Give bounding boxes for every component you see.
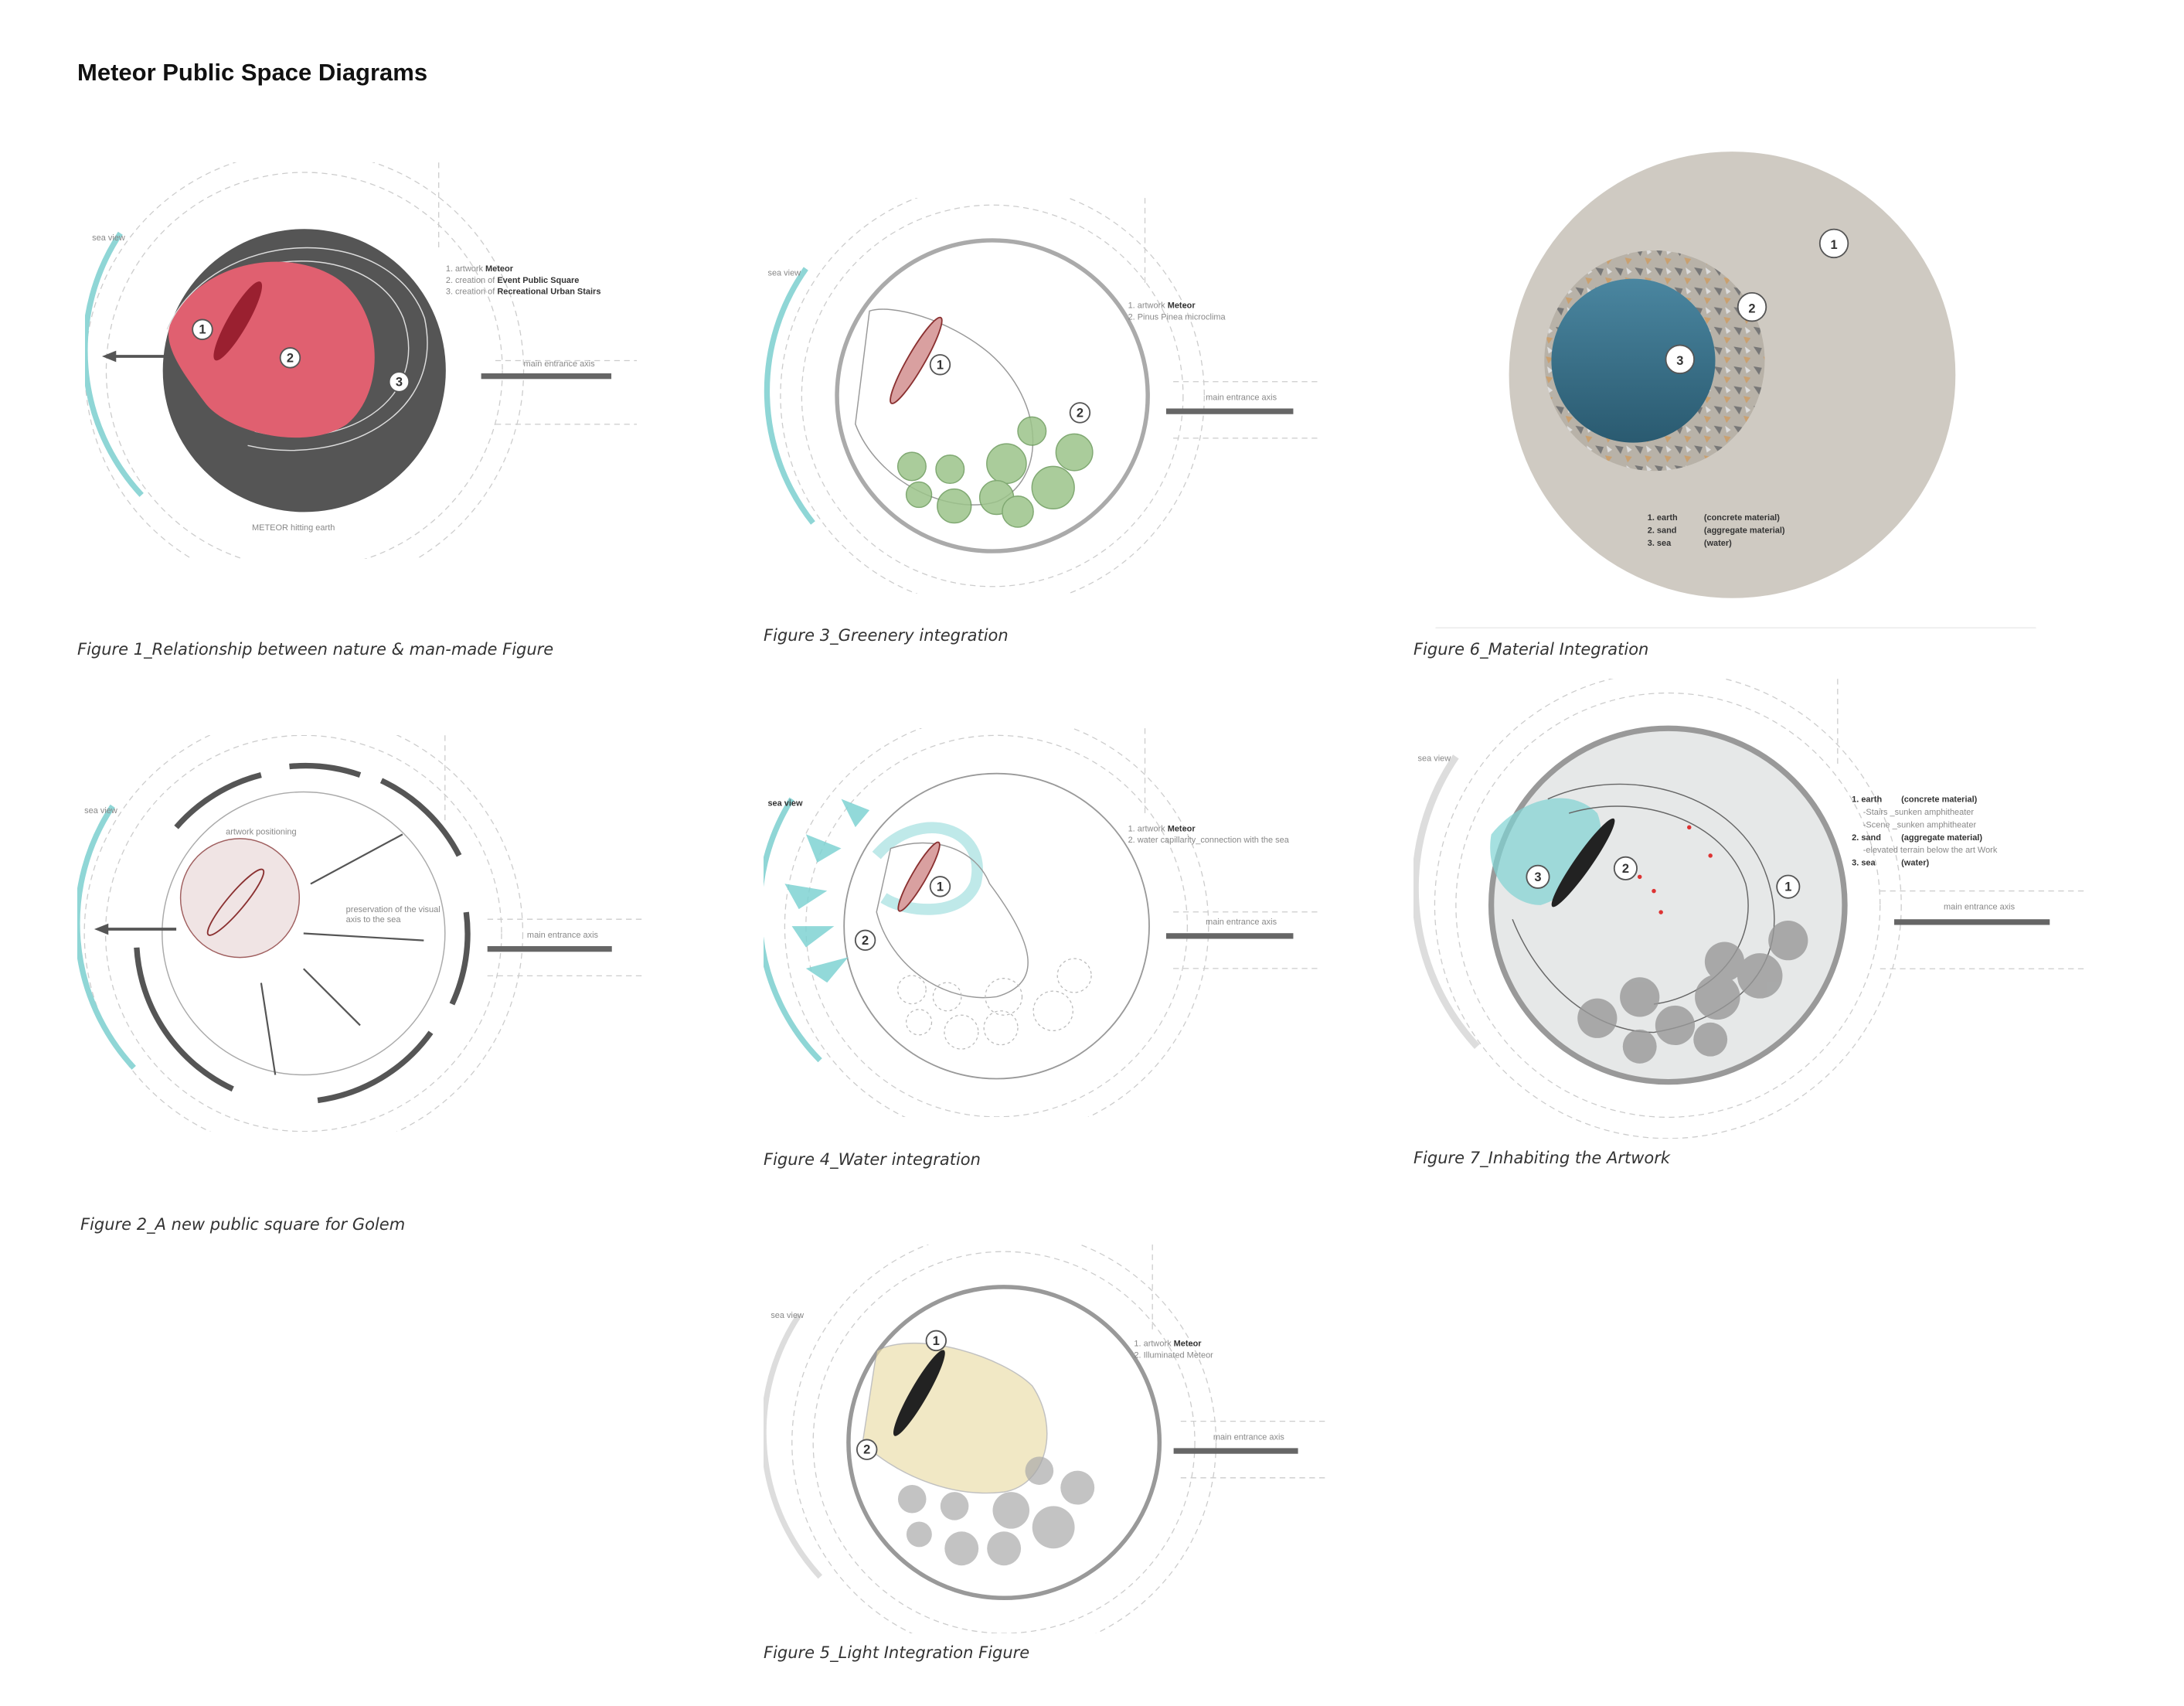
- legend-item: 1. artwork Meteor: [1128, 825, 1196, 834]
- legend-item: 1. artwork Meteor: [1134, 1340, 1202, 1349]
- sea-view-label: sea view: [92, 233, 125, 243]
- svg-text:1: 1: [933, 1334, 940, 1348]
- main-entrance-arrow: [1173, 1448, 1298, 1454]
- main-entrance-axis-label: main entrance axis: [527, 931, 599, 940]
- sea-view-label: sea view: [767, 799, 803, 809]
- svg-text:2: 2: [863, 1443, 870, 1457]
- visual-axis-label: preservation of the visual: [346, 905, 441, 914]
- svg-text:1: 1: [1830, 238, 1837, 252]
- svg-text:2: 2: [1622, 862, 1629, 876]
- legend-item: 3. creation of Recreational Urban Stairs: [446, 287, 601, 296]
- main-entrance-axis-label: main entrance axis: [1213, 1432, 1285, 1442]
- main-entrance-arrow: [1165, 933, 1294, 939]
- svg-text:1: 1: [1784, 880, 1791, 894]
- figure-6-diagram: 1 2 3 1. earth (concrete material) 2. san…: [1435, 128, 2036, 629]
- figure-4-caption: Figure 4_Water integration: [764, 1150, 981, 1169]
- main-entrance-axis-label: main entrance axis: [1206, 393, 1277, 402]
- svg-text:2: 2: [862, 934, 869, 948]
- svg-text:(aggregate material): (aggregate material): [1704, 526, 1785, 536]
- visual-axis-label: axis to the sea: [346, 915, 402, 925]
- svg-text:1: 1: [937, 358, 944, 372]
- main-entrance-arrow: [1165, 408, 1294, 414]
- main-entrance-arrow: [487, 945, 612, 952]
- svg-text:2: 2: [1748, 301, 1755, 315]
- sea-view-label: sea view: [771, 1311, 804, 1320]
- svg-text:-Stairs _sunken amphitheater: -Stairs _sunken amphitheater: [1863, 808, 1975, 817]
- figure-3-diagram: 1 2 sea view 1. artwork Meteor 2. Pinus …: [764, 198, 1322, 594]
- main-entrance-axis-label: main entrance axis: [1206, 918, 1277, 927]
- svg-text:1: 1: [937, 880, 944, 894]
- svg-text:1: 1: [199, 323, 206, 337]
- figure-5-caption: Figure 5_Light Integration Figure: [764, 1643, 1030, 1662]
- legend-item: 1. artwork Meteor: [1128, 301, 1196, 311]
- svg-text:(concrete material): (concrete material): [1704, 513, 1780, 523]
- main-entrance-arrow: [1894, 919, 2050, 925]
- svg-text:2. sand: 2. sand: [1852, 833, 1881, 843]
- svg-text:1. earth: 1. earth: [1648, 513, 1678, 523]
- svg-text:2. sand: 2. sand: [1648, 526, 1677, 536]
- main-entrance-axis-label: main entrance axis: [1944, 902, 2016, 911]
- svg-text:3. sea: 3. sea: [1852, 859, 1876, 868]
- bottom-label: METEOR hitting earth: [252, 523, 335, 533]
- material-legend: 1. earth (concrete material) 2. sand (aggr…: [1648, 513, 1785, 548]
- legend-item: 2. Pinus Pinea microclima: [1128, 312, 1226, 322]
- svg-text:-Scene _sunken amphitheater: -Scene _sunken amphitheater: [1863, 820, 1977, 829]
- page-title: Meteor Public Space Diagrams: [77, 59, 428, 86]
- svg-text:(concrete material): (concrete material): [1901, 795, 1977, 804]
- figure-7-diagram: 3 2 1 sea view 1. earth (concrete materia…: [1413, 679, 2085, 1139]
- svg-text:(water): (water): [1901, 859, 1929, 868]
- svg-text:2: 2: [1077, 406, 1083, 420]
- legend-item: 1. artwork Meteor: [446, 264, 514, 274]
- figure-5-diagram: 1 2 sea view 1. artwork Meteor 2. Illumi…: [764, 1245, 1329, 1633]
- svg-text:3: 3: [396, 375, 403, 389]
- main-entrance-arrow: [481, 373, 612, 380]
- legend: 1. earth (concrete material) -Stairs _sun…: [1852, 795, 1998, 867]
- svg-text:1. earth: 1. earth: [1852, 795, 1882, 804]
- figure-6-caption: Figure 6_Material Integration: [1413, 640, 1649, 659]
- artwork-positioning-label: artwork positioning: [226, 827, 296, 836]
- figure-1-caption: Figure 1_Relationship between nature & m…: [77, 640, 554, 659]
- svg-text:-elevated terrain below the ar: -elevated terrain below the art Work: [1863, 846, 1998, 855]
- svg-text:3. sea: 3. sea: [1648, 539, 1672, 548]
- main-entrance-axis-label: main entrance axis: [524, 359, 596, 369]
- svg-text:2: 2: [287, 351, 294, 365]
- figure-1-diagram: 1 2 3 sea view 1. artwork Meteor 2. crea…: [85, 162, 637, 559]
- figure-2-diagram: sea view artwork positioning preservatio…: [77, 735, 643, 1132]
- figure-4-diagram: 1 2 sea view 1. artwork Meteor 2. water …: [764, 728, 1322, 1117]
- svg-text:3: 3: [1534, 870, 1541, 884]
- svg-text:3: 3: [1676, 354, 1683, 368]
- sea-view-label: sea view: [1417, 754, 1451, 763]
- sea-view-label: sea view: [767, 269, 801, 278]
- figure-3-caption: Figure 3_Greenery integration: [764, 626, 1009, 645]
- legend-item: 2. creation of Event Public Square: [446, 276, 580, 285]
- legend-item: 2. Illuminated Meteor: [1134, 1350, 1213, 1360]
- figure-7-caption: Figure 7_Inhabiting the Artwork: [1413, 1149, 1671, 1167]
- figure-2-caption: Figure 2_A new public square for Golem: [80, 1215, 406, 1234]
- sea-view-label: sea view: [84, 806, 117, 816]
- legend-item: 2. water capillarity_connection with the…: [1128, 836, 1290, 845]
- svg-text:(aggregate material): (aggregate material): [1901, 833, 1982, 843]
- svg-text:(water): (water): [1704, 539, 1732, 548]
